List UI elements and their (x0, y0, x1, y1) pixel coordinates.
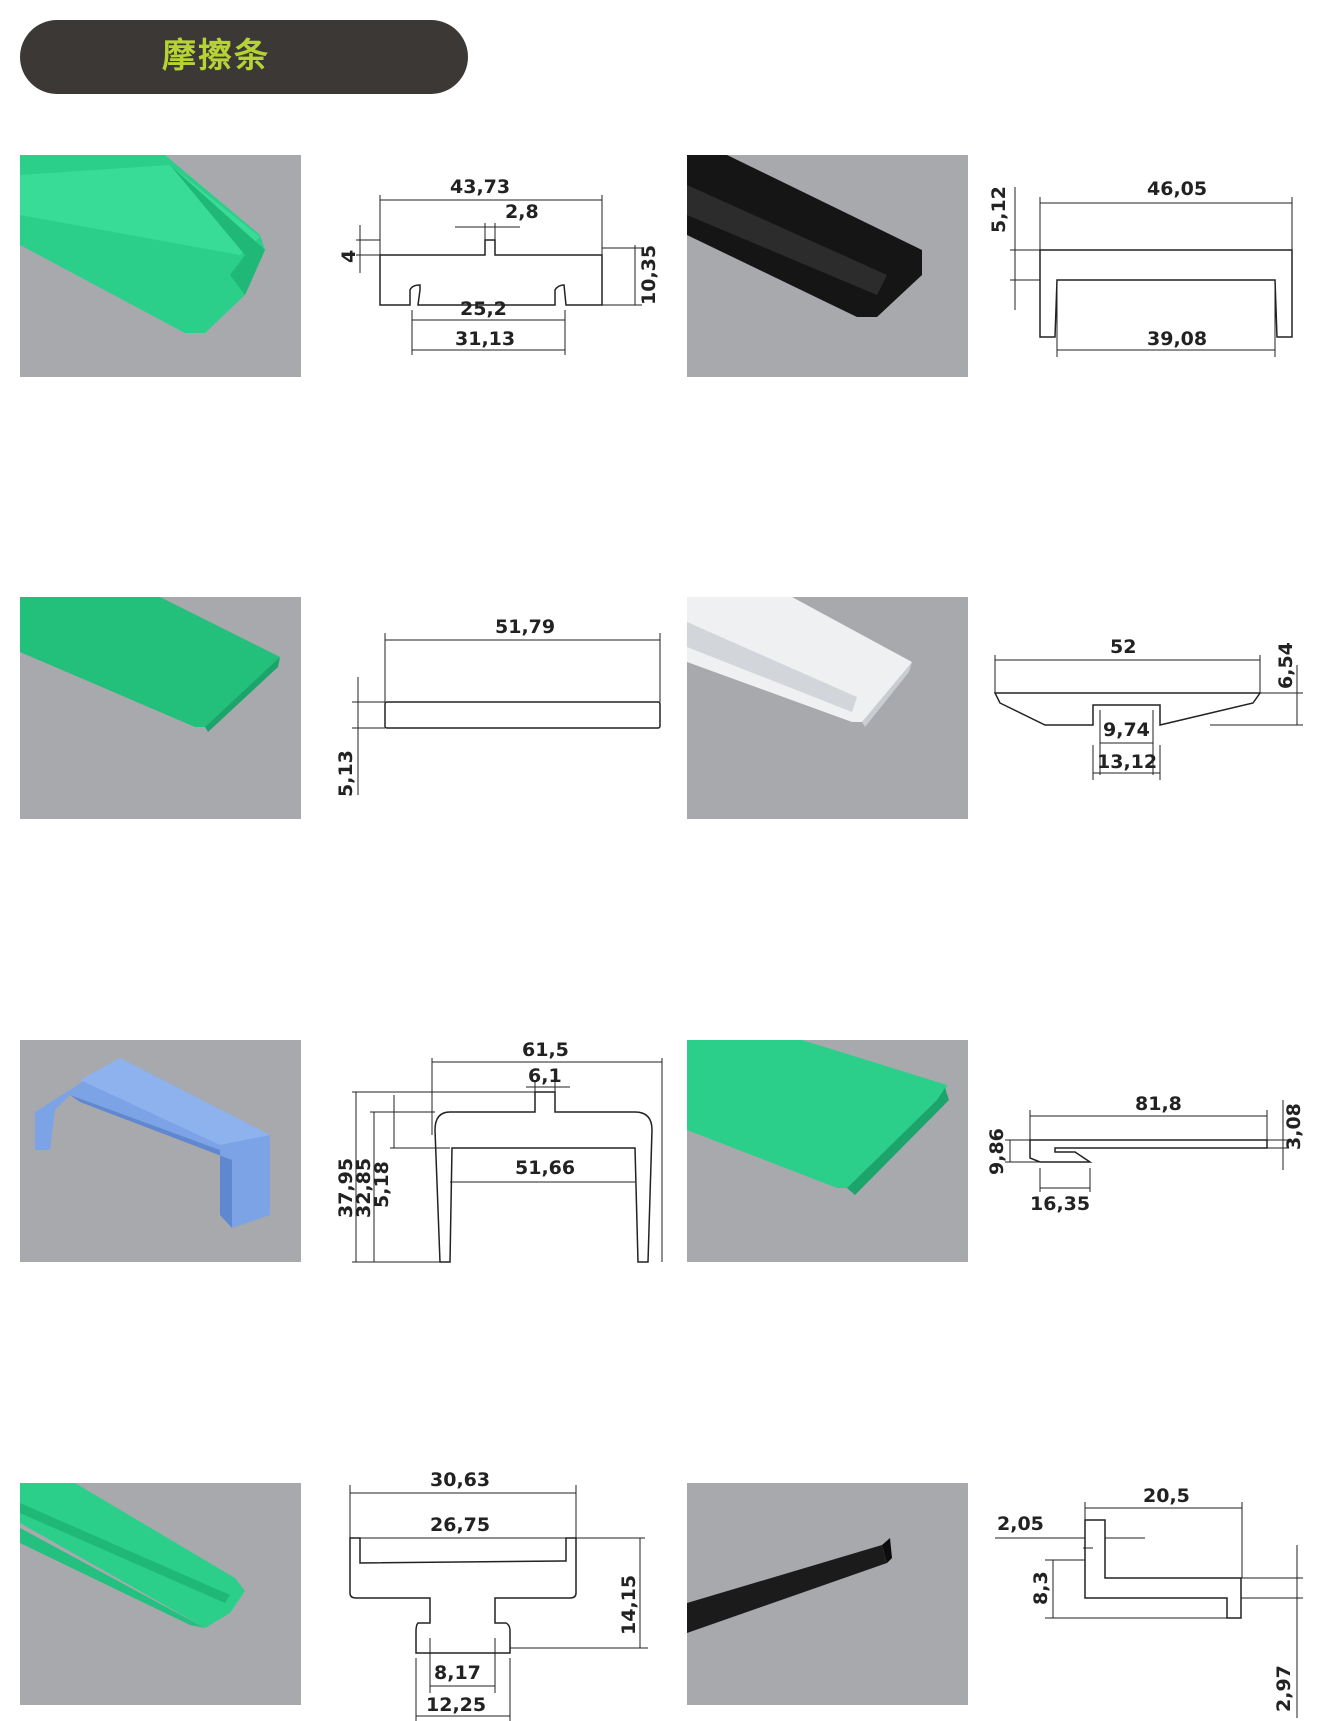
dim-label: 2,05 (997, 1513, 1044, 1535)
page-title: 摩擦条 (162, 36, 270, 76)
dim-label: 4 (338, 250, 360, 263)
dim-label: 20,5 (1143, 1485, 1190, 1507)
product-photo-blue-u-profile (20, 1040, 301, 1262)
profile-drawing-7: 30,63 26,75 14,15 8,17 12,25 (349, 1469, 648, 1721)
dim-label: 51,79 (495, 616, 555, 638)
product-photo-green-hook (687, 1040, 968, 1262)
dim-label: 2,97 (1273, 1665, 1295, 1712)
dim-label: 46,05 (1147, 178, 1207, 200)
profile-drawing-8: 20,5 2,05 8,3 2,97 (995, 1485, 1303, 1718)
product-photo-green-t-rail (20, 1483, 301, 1705)
dim-label: 37,95 (335, 1158, 357, 1218)
dim-label: 5,13 (335, 750, 357, 797)
dim-label: 14,15 (618, 1575, 640, 1635)
profile-drawing-4: 52 6,54 9,74 13,12 (993, 636, 1303, 780)
title-banner (20, 20, 468, 94)
dim-label: 9,74 (1103, 719, 1150, 741)
dim-label: 81,8 (1135, 1093, 1182, 1115)
dim-label: 6,1 (528, 1065, 562, 1087)
dim-label: 25,2 (460, 298, 507, 320)
dim-label: 8,3 (1030, 1571, 1052, 1605)
dim-label: 5,12 (988, 186, 1010, 233)
dim-label: 39,08 (1147, 328, 1207, 350)
dim-label: 2,8 (505, 201, 539, 223)
dim-label: 3,08 (1283, 1103, 1305, 1150)
profile-drawing-6: 81,8 3,08 9,86 16,35 (986, 1093, 1305, 1215)
dim-label: 16,35 (1030, 1193, 1090, 1215)
dim-label: 13,12 (1097, 751, 1157, 773)
dim-label: 5,18 (371, 1161, 393, 1208)
dim-label: 52 (1110, 636, 1136, 658)
profile-drawing-3: 51,79 5,13 (335, 616, 661, 797)
product-photo-black-u-channel (687, 155, 968, 377)
dim-label: 43,73 (450, 176, 510, 198)
product-photo-green-flat (20, 597, 301, 819)
dim-label: 61,5 (522, 1040, 569, 1061)
profile-drawing-5: 61,5 6,1 51,66 37,95 32,85 5,18 (335, 1040, 663, 1263)
profile-drawing-1: 43,73 2,8 4 10,35 25,2 31,13 (338, 176, 660, 355)
dim-label: 12,25 (426, 1694, 486, 1716)
dim-label: 51,66 (515, 1157, 575, 1179)
product-photo-white-t-profile (687, 597, 968, 819)
dim-label: 6,54 (1275, 642, 1297, 689)
dim-label: 9,86 (986, 1128, 1008, 1175)
product-photo-black-l-angle (687, 1483, 968, 1705)
dim-label: 8,17 (434, 1662, 481, 1684)
dim-label: 31,13 (455, 328, 515, 350)
product-photo-green-t-slot (20, 155, 301, 377)
dim-label: 30,63 (430, 1469, 490, 1491)
dim-label: 10,35 (638, 245, 660, 305)
profile-drawing-2: 46,05 5,12 39,08 (988, 178, 1293, 357)
dim-label: 32,85 (353, 1158, 375, 1218)
dim-label: 26,75 (430, 1514, 490, 1536)
